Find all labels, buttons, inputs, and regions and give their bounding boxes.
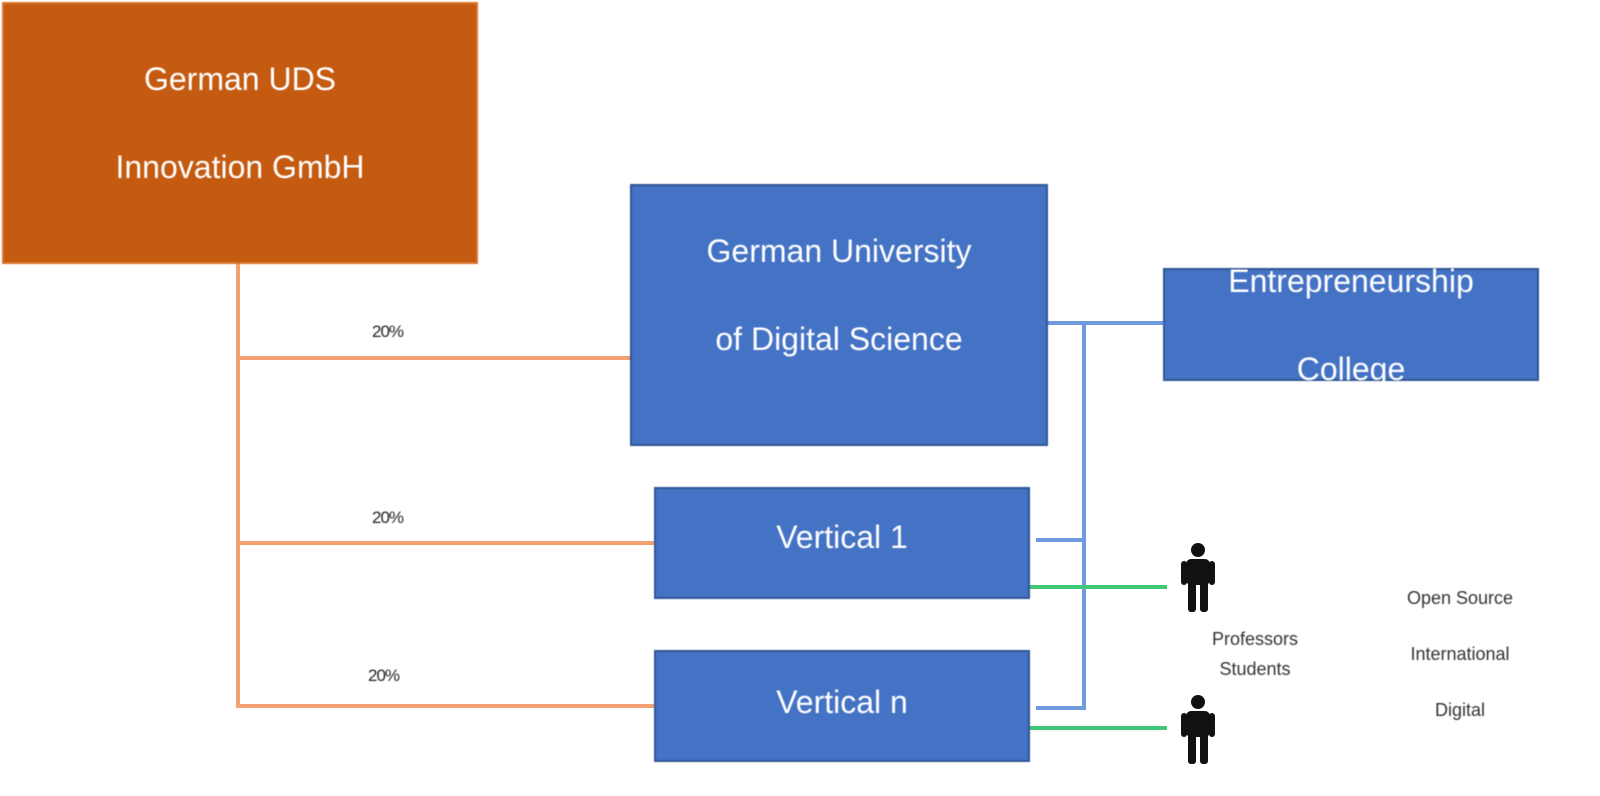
college-name-line1: Entrepreneurship <box>1228 262 1474 299</box>
people-label: Professors Students <box>1190 624 1320 684</box>
attribute-digital: Digital <box>1434 700 1486 720</box>
parent-company-box: German UDS Innovation GmbH <box>2 2 478 264</box>
vertical-n-label: Vertical n <box>776 684 908 720</box>
share-label-university: 20% <box>372 322 404 341</box>
parent-company-name-line1: German UDS <box>143 61 337 97</box>
share-label-vertical-1: 20% <box>372 508 404 527</box>
college-name-line2: College <box>1296 350 1406 387</box>
vertical-1-label: Vertical 1 <box>776 519 908 555</box>
vertical-n-box: Vertical n <box>654 650 1030 762</box>
share-label-vertical-n: 20% <box>368 666 400 685</box>
university-name-line1: German University <box>706 233 972 269</box>
parent-company-name-line2: Innovation GmbH <box>115 149 365 185</box>
attribute-open-source: Open Source <box>1406 588 1514 608</box>
person-icon <box>1181 695 1215 764</box>
people-label-line2: Students <box>1219 659 1291 679</box>
attribute-international: International <box>1410 644 1510 664</box>
college-box: Entrepreneurship College <box>1163 263 1539 387</box>
people-label-line1: Professors <box>1211 629 1299 649</box>
university-box: German University of Digital Science <box>630 184 1048 446</box>
university-name-line2: of Digital Science <box>715 321 963 357</box>
person-icon <box>1181 543 1215 612</box>
vertical-1-box: Vertical 1 <box>654 487 1030 599</box>
